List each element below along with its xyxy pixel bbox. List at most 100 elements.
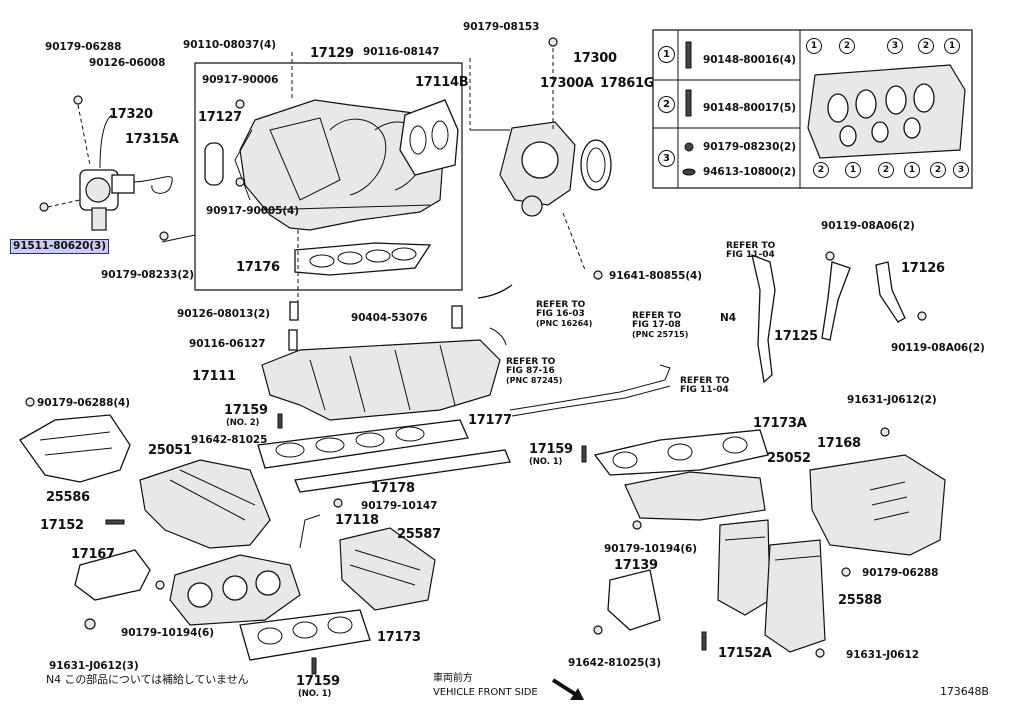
part-label[interactable]: 90917-90006	[202, 74, 279, 86]
part-label[interactable]: 17173	[377, 630, 421, 645]
part-label[interactable]: 17126	[901, 261, 945, 276]
part-label-sub: (NO. 1)	[529, 457, 563, 467]
part-label[interactable]: 17168	[817, 436, 861, 451]
part-label[interactable]: 91642-81025(3)	[568, 657, 661, 669]
part-label[interactable]: 17125	[774, 329, 818, 344]
gasket-callout-circle: 2	[930, 162, 946, 178]
part-label[interactable]: 91631-J0612	[846, 649, 919, 661]
part-label[interactable]: 90126-06008	[89, 57, 166, 69]
throttle-body-illustration	[469, 37, 612, 280]
gasket-callout-circle: 2	[918, 38, 934, 54]
exhaust-manifold-lower-illustration	[74, 527, 436, 661]
gasket-callout-circle: 2	[878, 162, 894, 178]
part-label[interactable]: 17152A	[718, 646, 772, 661]
legend-number-3: 3	[658, 150, 675, 167]
part-label[interactable]: 25051	[148, 443, 192, 458]
part-label[interactable]: 90110-08037(4)	[183, 39, 276, 51]
part-label[interactable]: 17300	[573, 51, 617, 66]
part-label[interactable]: 17178	[371, 481, 415, 496]
gasket-callout-circle: 1	[845, 162, 861, 178]
part-label[interactable]: 25587	[397, 527, 441, 542]
legend-part-2[interactable]: 90148-80017(5)	[703, 102, 796, 114]
part-label[interactable]: 17173A	[753, 416, 807, 431]
part-label[interactable]: 17159	[296, 674, 340, 689]
gasket-callout-circle: 2	[839, 38, 855, 54]
part-label[interactable]: 90917-90005(4)	[206, 205, 299, 217]
front-direction-arrow	[551, 678, 577, 696]
part-label[interactable]: 17177	[468, 413, 512, 428]
harness-bracket-illustration	[509, 364, 671, 411]
part-label[interactable]: 90179-06288	[862, 567, 939, 579]
part-label[interactable]: 17127	[198, 110, 242, 125]
part-label-sub: (NO. 1)	[298, 689, 332, 699]
part-label[interactable]: 17111	[192, 369, 236, 384]
supply-note: N4 この部品については補給していません	[46, 673, 249, 686]
vehicle-front-label-jp: 車両前方	[433, 673, 473, 684]
part-label[interactable]: 91631-J0612(2)	[847, 394, 937, 406]
part-label[interactable]: 90126-08013(2)	[177, 308, 270, 320]
legend-part-1[interactable]: 90148-80016(4)	[703, 54, 796, 66]
part-label[interactable]: 17861G	[600, 76, 655, 91]
part-label[interactable]: 91642-81025	[191, 434, 268, 446]
part-label[interactable]: 90404-53076	[351, 312, 428, 324]
front-catalytic-converter-illustration	[19, 414, 271, 549]
part-label[interactable]: 90119-08A06(2)	[891, 342, 985, 354]
part-label[interactable]: 17159	[529, 442, 573, 457]
gasket-callout-circle: 3	[953, 162, 969, 178]
part-label[interactable]: 90179-08153	[463, 21, 540, 33]
legend-number-2: 2	[658, 96, 675, 113]
part-label[interactable]: 17300A	[540, 76, 594, 91]
lower-intake-manifold-illustration	[261, 284, 513, 421]
part-label[interactable]: 17159	[224, 403, 268, 418]
manifold-stay-illustration	[751, 251, 927, 384]
gasket-callout-circle: 3	[887, 38, 903, 54]
part-label[interactable]: 91631-J0612(3)	[49, 660, 139, 672]
intake-manifold-group-frame	[194, 62, 463, 291]
part-label[interactable]: 90119-08A06(2)	[821, 220, 915, 232]
legend-part-3b[interactable]: 94613-10800(2)	[703, 166, 796, 178]
part-label[interactable]: 90179-06288	[45, 41, 122, 53]
highlighted-part-label[interactable]: 91511-80620(3)	[10, 239, 109, 254]
part-label[interactable]: 17320	[109, 107, 153, 122]
part-label: N4	[720, 312, 736, 324]
part-label[interactable]: 17176	[236, 260, 280, 275]
part-label[interactable]: 17315A	[125, 132, 179, 147]
part-label[interactable]: 17139	[614, 558, 658, 573]
vehicle-front-label: VEHICLE FRONT SIDE	[433, 687, 538, 698]
legend-part-3a[interactable]: 90179-08230(2)	[703, 141, 796, 153]
gasket-callout-circle: 1	[904, 162, 920, 178]
part-label[interactable]: 17167	[71, 547, 115, 562]
part-label[interactable]: 25586	[46, 490, 90, 505]
part-label[interactable]: 25052	[767, 451, 811, 466]
intake-plenum-illustration	[204, 52, 459, 305]
part-label[interactable]: 90179-08233(2)	[101, 269, 194, 281]
gasket-callout-circle: 1	[806, 38, 822, 54]
part-label[interactable]: 90116-06127	[189, 338, 266, 350]
part-label[interactable]: 90179-10194(6)	[604, 543, 697, 555]
figure-code: 173648B	[940, 685, 989, 698]
gasket-callout-circle: 1	[944, 38, 960, 54]
part-label[interactable]: 90179-10194(6)	[121, 627, 214, 639]
part-label[interactable]: 17152	[40, 518, 84, 533]
legend-number-1: 1	[658, 46, 675, 63]
part-label[interactable]: 91641-80855(4)	[609, 270, 702, 282]
fastener-legend-frame	[652, 29, 973, 189]
part-label[interactable]: 90116-08147	[363, 46, 440, 58]
part-label[interactable]: 17114B	[415, 75, 469, 90]
part-label[interactable]: 90179-06288(4)	[37, 397, 130, 409]
rear-exhaust-manifold-illustration	[593, 427, 946, 658]
part-label[interactable]: 17129	[310, 46, 354, 61]
part-label-sub: (NO. 2)	[226, 418, 260, 428]
part-label[interactable]: 25588	[838, 593, 882, 608]
part-label[interactable]: 17118	[335, 513, 379, 528]
part-label[interactable]: 90179-10147	[361, 500, 438, 512]
intake-gasket-illustration	[257, 419, 511, 493]
gasket-callout-circle: 2	[813, 162, 829, 178]
